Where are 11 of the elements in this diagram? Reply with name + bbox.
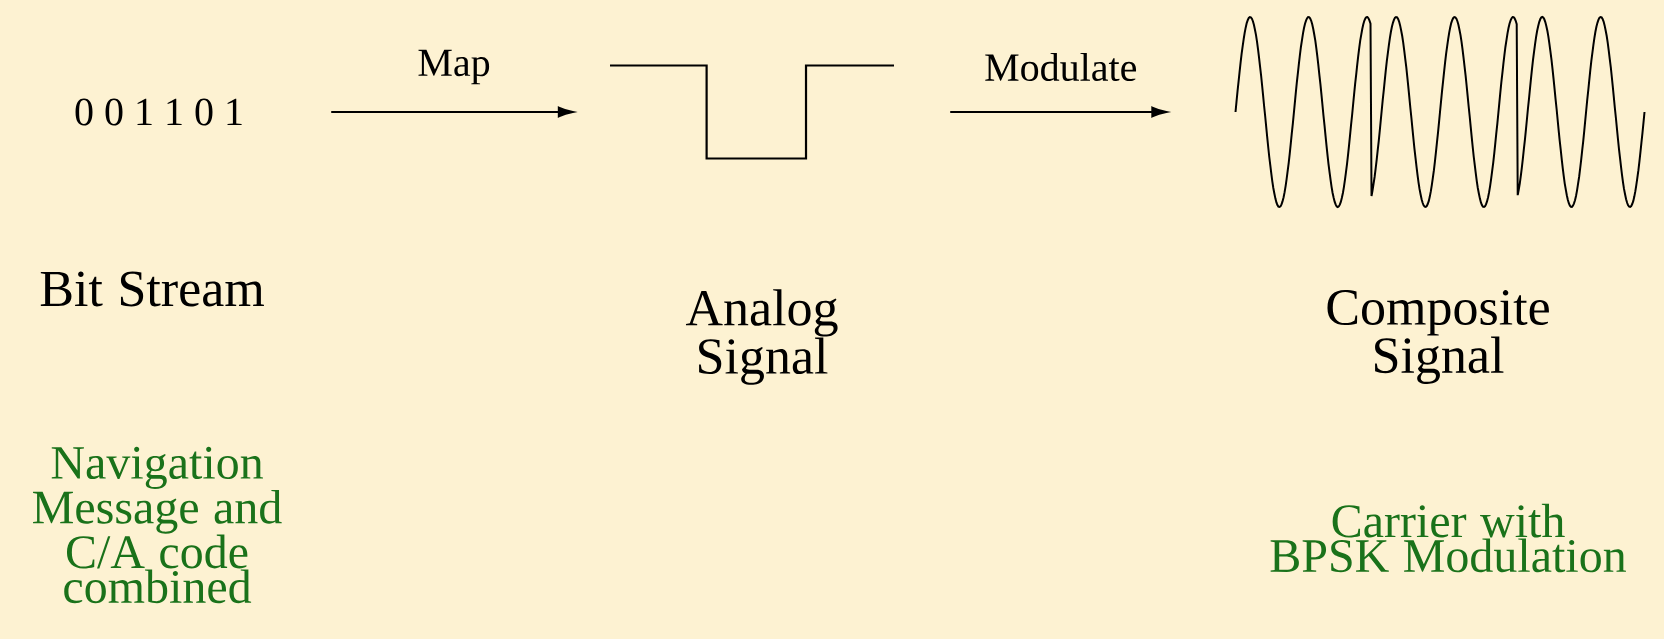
edge-label: Map — [418, 49, 490, 85]
square-wave-drawing — [610, 64, 894, 160]
description-text: Carrier with BPSK Modulation — [1270, 503, 1626, 573]
arrow — [949, 106, 1168, 118]
description-text: Navigation Message and C/A code combined — [33, 446, 282, 604]
signal-caption: Bit Stream — [40, 271, 264, 307]
edge-label: Modulate — [985, 52, 1137, 82]
signal-caption: Analog Signal — [686, 289, 838, 385]
signal-caption: Composite Signal — [1327, 290, 1549, 384]
sine-wave-drawing — [1234, 16, 1646, 208]
bit-sequence: 0 0 1 1 0 1 — [75, 98, 242, 126]
